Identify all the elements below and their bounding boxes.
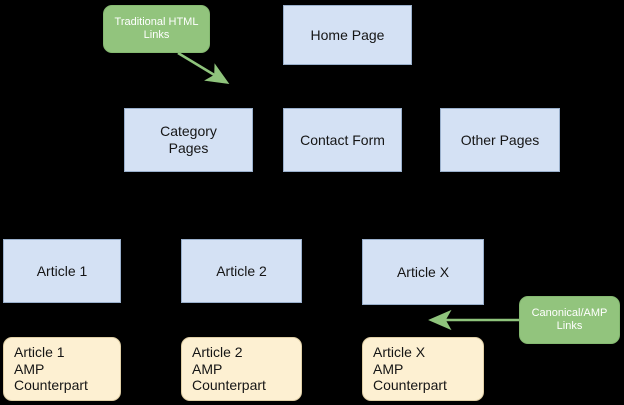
node-article-1-label: Article 1 [36, 262, 88, 279]
node-home-page-label: Home Page [310, 26, 385, 43]
callout-canonical-amp-links[interactable]: Canonical/AMP Links [519, 296, 620, 344]
node-article-1[interactable]: Article 1 [3, 239, 121, 303]
node-home-page[interactable]: Home Page [283, 5, 412, 65]
node-article-x-label: Article X [396, 263, 450, 280]
node-article-x-amp-counterpart[interactable]: Article X AMP Counterpart [362, 337, 484, 401]
node-contact-form[interactable]: Contact Form [283, 108, 402, 172]
callout-traditional-html-links-label: Traditional HTML Links [114, 16, 199, 41]
node-other-pages-label: Other Pages [460, 131, 540, 148]
callout-traditional-html-links[interactable]: Traditional HTML Links [103, 5, 210, 53]
traditional-html-links-arrow [177, 51, 230, 85]
node-article-x[interactable]: Article X [362, 239, 484, 305]
node-article-2-label: Article 2 [216, 262, 267, 279]
node-article-2[interactable]: Article 2 [181, 239, 302, 303]
node-contact-form-label: Contact Form [300, 131, 385, 148]
node-other-pages[interactable]: Other Pages [440, 108, 560, 172]
node-article-2-amp-counterpart[interactable]: Article 2 AMP Counterpart [181, 337, 302, 401]
node-article-1-amp-counterpart[interactable]: Article 1 AMP Counterpart [3, 337, 121, 401]
callout-canonical-amp-links-label: Canonical/AMP Links [531, 307, 608, 332]
node-article-1-amp-counterpart-label: Article 1 AMP Counterpart [14, 344, 88, 394]
node-category-pages-label: Category Pages [160, 123, 217, 156]
node-article-2-amp-counterpart-label: Article 2 AMP Counterpart [192, 344, 266, 394]
node-category-pages[interactable]: Category Pages [124, 108, 253, 172]
node-article-x-amp-counterpart-label: Article X AMP Counterpart [373, 344, 447, 394]
